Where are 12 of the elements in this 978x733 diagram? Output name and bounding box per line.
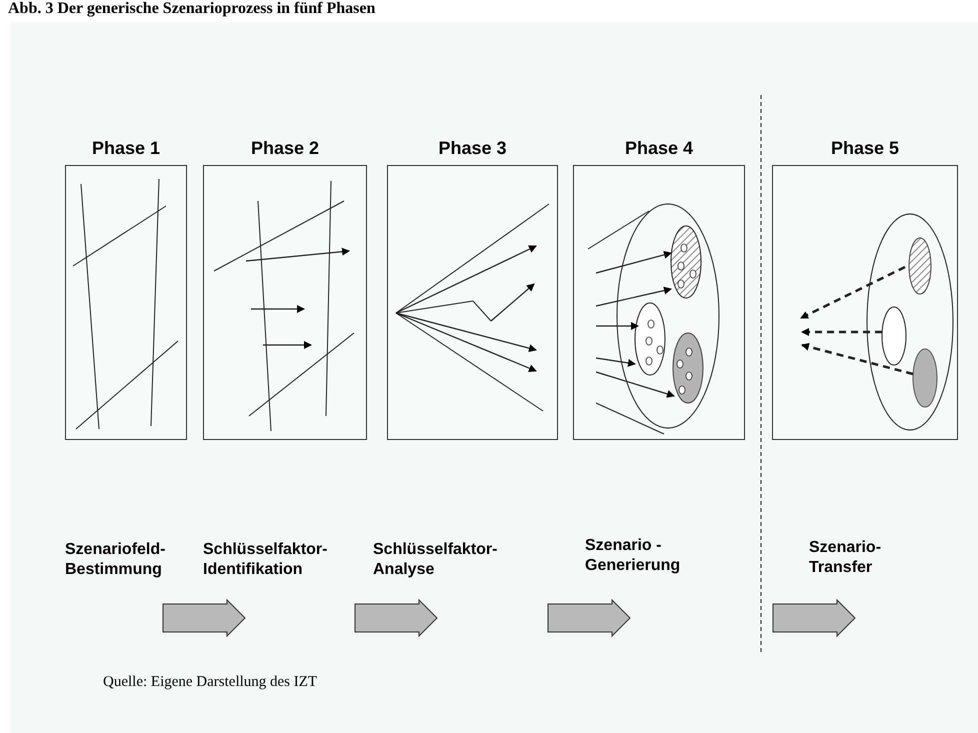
phase-heading: Phase 2 [250,138,320,159]
figure-title: Abb. 3 Der generische Szenarioprozess in fünf Phasen [8,0,376,18]
phase-heading: Phase 5 [830,138,900,159]
phase-label: Szenario- Transfer [809,538,882,578]
phase-heading: Phase 3 [437,138,508,159]
phase-heading: Phase 4 [624,138,694,159]
phase-label: Schlüsselfaktor- Identifikation [203,540,328,580]
phase-label: Schlüsselfaktor- Analyse [373,540,498,580]
phase-heading: Phase 1 [90,138,162,159]
phase-label: Szenario - Generierung [585,536,682,576]
phase-label: Szenariofeld- Bestimmung [65,540,166,580]
source-note: Quelle: Eigene Darstellung des IZT [103,674,318,691]
